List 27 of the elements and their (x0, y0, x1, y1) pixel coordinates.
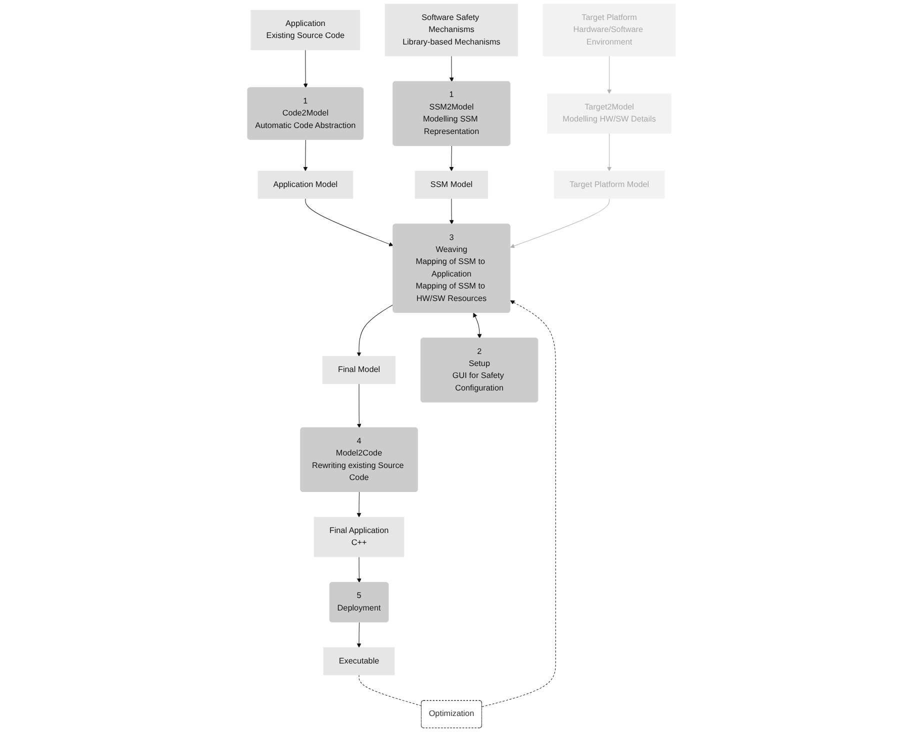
node-box: Final Model (322, 356, 396, 384)
arrow (305, 198, 394, 246)
node-box: Executable (323, 647, 395, 676)
connector (358, 674, 422, 706)
arrow (482, 300, 556, 707)
arrow (607, 56, 612, 94)
arrow (473, 312, 482, 338)
node-box: Target Platform Model (554, 170, 665, 199)
node-box: Target2Model Modelling HW/SW Details (547, 93, 672, 134)
arrow (356, 556, 362, 583)
arrow (449, 146, 454, 172)
arrow (356, 622, 362, 648)
arrow (303, 50, 308, 88)
arrow (607, 133, 612, 172)
node-box: Software Safety Mechanisms Library-based Mechanisms (385, 4, 518, 56)
arrow (356, 304, 394, 357)
arrow (449, 56, 454, 82)
node-box: Application Model (258, 170, 354, 199)
arrow (449, 198, 454, 224)
arrow (356, 492, 362, 518)
node-box: Target Platform Hardware/Software Environment (542, 4, 676, 56)
node-box: Application Existing Source Code (250, 10, 360, 50)
arrow (510, 198, 610, 248)
node-box: Final Application C++ (314, 516, 404, 558)
arrow (356, 384, 362, 428)
arrow (303, 139, 308, 172)
node-box: SSM Model (414, 170, 488, 199)
